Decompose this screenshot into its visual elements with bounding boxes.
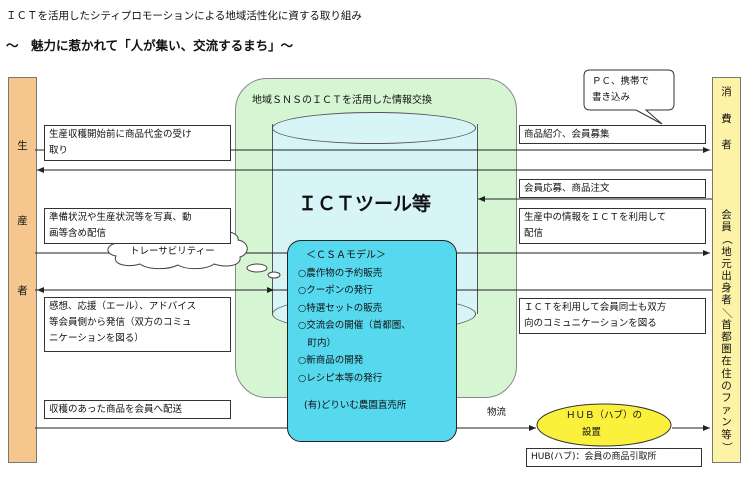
consumer-member-char: の [721, 379, 732, 392]
cloud-tail [267, 271, 281, 279]
pc-bubble-line: 書き込み [592, 92, 631, 103]
right-box-intro: 商品紹介、会員募集 [519, 125, 706, 144]
box-line: 画等含め配信 [49, 228, 107, 239]
hub-note: HUB(ハブ)：会員の商品引取所 [526, 448, 702, 467]
box-line: 向のコミュニケーションを図る [524, 318, 657, 329]
consumer-char: 消 [721, 86, 732, 98]
pc-bubble-text: ＰＣ、携帯で 書き込み [592, 74, 649, 106]
box-line: 生産中の情報をＩＣＴを利用して [524, 212, 667, 223]
consumer-member-char: 者 [721, 294, 732, 307]
hub-ellipse [536, 403, 672, 447]
producer-char: 生 [17, 140, 28, 152]
box-line: 商品紹介、会員募集 [524, 129, 610, 140]
csa-item: 町内） [298, 337, 337, 349]
hub-line: 設置 [582, 427, 602, 438]
box-line: ＩＣＴを利用して会員同士も双方 [524, 302, 667, 313]
hub-line: ＨＵＢ（ハブ）の [566, 410, 643, 421]
consumer-member-char: フ [721, 392, 732, 405]
csa-item: ○農作物の予約販売 [298, 267, 383, 279]
left-box-payment: 生産収穫開始前に商品代金の受け 取り [44, 125, 231, 161]
box-line: 配信 [524, 228, 544, 239]
cylinder-label: ＩＣＴツール等 [298, 193, 432, 215]
pc-bubble [583, 69, 675, 125]
csa-footer: (有)どりいむ農園直売所 [304, 400, 407, 411]
consumer-member-char: 首 [721, 318, 732, 331]
consumer-member-char: 都 [721, 331, 732, 344]
consumer-member-char: 身 [721, 282, 732, 295]
box-line: 等会員側から発信（双方のコミュ [49, 317, 192, 328]
consumer-member-char: 地 [721, 245, 732, 258]
consumer-char: 費 [721, 113, 732, 125]
box-line: 準備状況や生産状況等を写真、動 [49, 212, 192, 223]
green-area-label: 地域ＳＮＳのＩＣＴを活用した情報交換 [252, 95, 432, 106]
box-line: 感想、応援（エール）、アドバイス [49, 301, 196, 312]
csa-item: ○新商品の開発 [298, 355, 364, 366]
cloud-tail [246, 263, 268, 273]
consumer-char: 者 [721, 139, 732, 151]
box-line: 会員応募、商品注文 [524, 183, 610, 194]
logistics-label: 物流 [487, 407, 507, 418]
box-line: 取り [49, 145, 69, 156]
csa-model-box: ＜ＣＳＡモデル＞ ○農作物の予約販売 ○クーポンの発行 ○特選セットの販売 ○交… [287, 240, 457, 442]
csa-item: ○クーポンの発行 [298, 285, 373, 296]
right-box-communication: ＩＣＴを利用して会員同士も双方 向のコミュニケーションを図る [519, 298, 706, 334]
consumer-member-char: 住 [721, 367, 732, 380]
left-box-status: 準備状況や生産状況等を写真、動 画等含め配信 [44, 208, 231, 244]
box-line: 収穫のあった商品を会員へ配送 [49, 404, 183, 415]
cloud-label: トレーサビリティー [130, 246, 215, 257]
csa-item: ○レシピ本等の発行 [298, 372, 383, 384]
csa-item: ○交流会の開催（首都圏、 [298, 320, 411, 331]
box-line: ニケーションを図る） [49, 333, 144, 344]
cylinder-top [272, 112, 476, 144]
pc-bubble-line: ＰＣ、携帯で [592, 76, 650, 87]
consumer-member-char: ァ [721, 404, 732, 417]
right-box-apply: 会員応募、商品注文 [519, 179, 706, 198]
csa-title: ＜ＣＳＡモデル＞ [306, 250, 386, 261]
left-box-delivery: 収穫のあった商品を会員へ配送 [44, 400, 231, 419]
csa-item: ○特選セットの販売 [298, 302, 383, 314]
left-box-feedback: 感想、応援（エール）、アドバイス 等会員側から発信（双方のコミュ ニケーションを… [44, 297, 231, 352]
consumer-member-char: 在 [721, 355, 732, 368]
consumer-member-char: 会 [721, 209, 732, 221]
box-line: 生産収穫開始前に商品代金の受け [49, 129, 192, 140]
hub-label: ＨＵＢ（ハブ）の 設置 [566, 407, 642, 441]
title-line1: ＩＣＴを活用したシティプロモーションによる地域活性化に資する取り組み [6, 10, 362, 22]
producer-column: 生 産 者 [8, 77, 37, 463]
consumer-member-char: 圏 [721, 343, 732, 356]
producer-char: 産 [17, 215, 28, 227]
consumer-member-char: 出 [721, 270, 732, 283]
consumer-column: 消 費 者 会員（地元出身者／首都圏在住のファン等） [712, 77, 741, 463]
consumer-member-char: 員 [721, 221, 732, 234]
consumer-member-char: 等 [721, 428, 732, 441]
title-line2: ～ 魅力に惹かれて「人が集い、交流するまち」～ [6, 38, 294, 53]
right-box-production-info: 生産中の情報をＩＣＴを利用して 配信 [519, 208, 706, 244]
consumer-member-char: ン [721, 416, 732, 429]
consumer-member-char: 元 [721, 257, 732, 270]
producer-char: 者 [17, 285, 28, 297]
